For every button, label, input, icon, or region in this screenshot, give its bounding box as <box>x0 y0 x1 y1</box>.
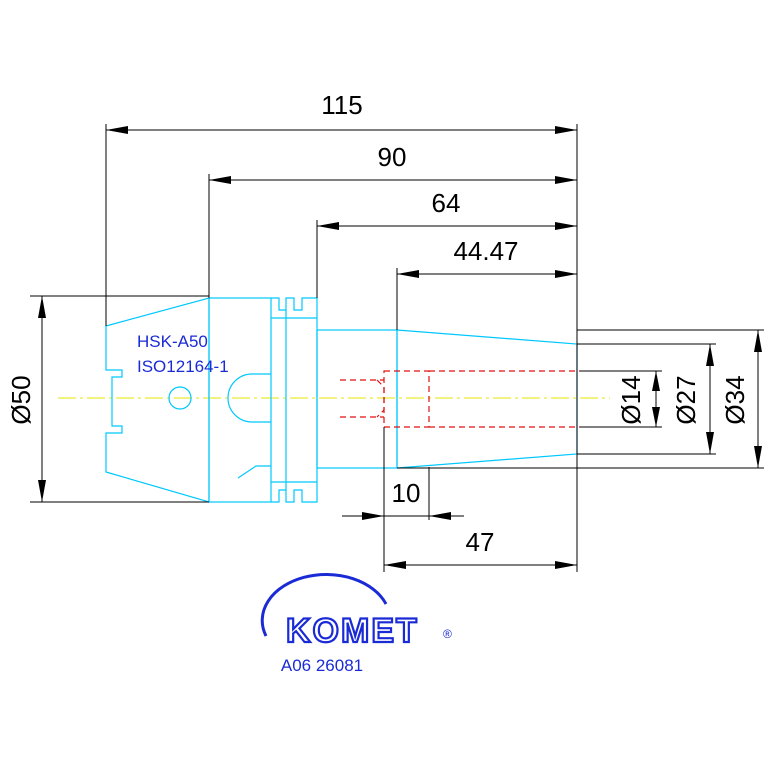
taper-body <box>396 329 578 469</box>
dimension-lines <box>30 124 764 572</box>
komet-logo: KOMET ® <box>260 572 452 651</box>
dim-47: 47 <box>466 527 495 557</box>
standard-label: ISO12164-1 <box>137 357 229 376</box>
logo-registered-mark: ® <box>443 627 452 641</box>
logo-arc <box>260 572 388 637</box>
bore-chamfer <box>376 379 385 418</box>
dim-d50: Ø50 <box>6 375 36 424</box>
dim-115: 115 <box>321 90 362 120</box>
dim-90: 90 <box>378 142 407 172</box>
dim-d14: Ø14 <box>616 375 646 424</box>
flange-body <box>208 297 272 503</box>
neck <box>316 329 398 469</box>
article-code: A06 26081 <box>281 656 363 675</box>
bore-circle <box>168 386 192 410</box>
dim-d27: Ø27 <box>671 375 701 424</box>
bore-outline <box>383 370 430 428</box>
arrowheads <box>38 126 762 569</box>
gripper-groove <box>271 297 318 503</box>
interface-label: HSK-A50 <box>137 332 208 351</box>
dim-44-47: 44.47 <box>453 236 518 266</box>
dim-d34: Ø34 <box>720 375 750 424</box>
logo-wordmark: KOMET <box>286 612 419 650</box>
dim-10: 10 <box>392 478 421 508</box>
dim-64: 64 <box>432 188 461 218</box>
tool-holder-outline <box>105 297 578 503</box>
groove-chamfer <box>237 465 271 479</box>
drive-slot <box>227 373 271 423</box>
internal-bore <box>340 370 580 428</box>
hsk-shank <box>105 297 210 503</box>
